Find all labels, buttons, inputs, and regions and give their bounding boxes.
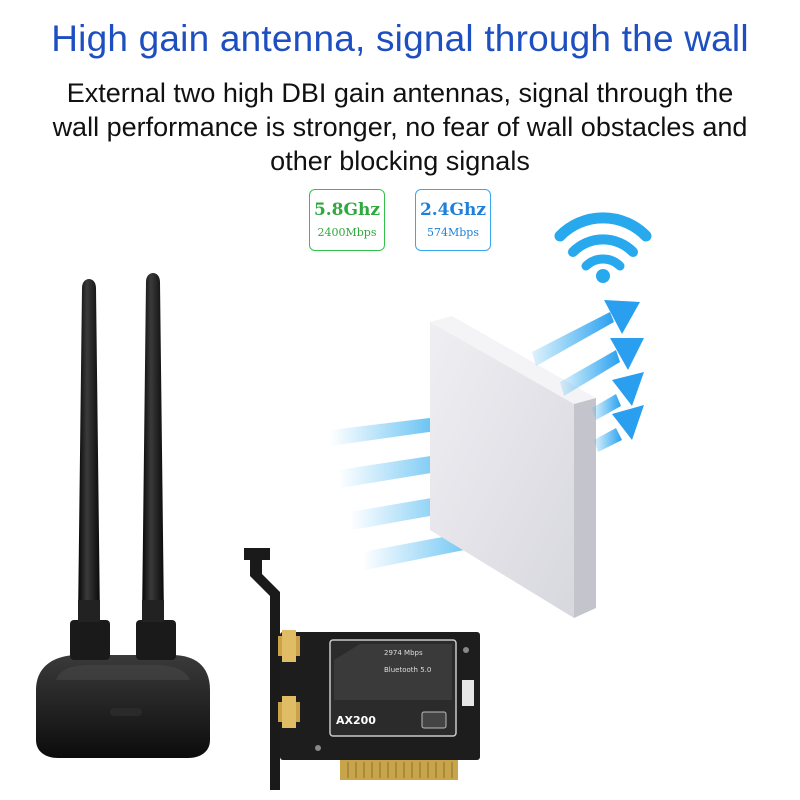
wifi-icon [554, 212, 652, 283]
band-rate: 574Mbps [427, 226, 479, 239]
antenna-left [78, 279, 100, 622]
band-frequency: 2.4Ghz [419, 200, 487, 220]
band-frequency: 5.8Ghz [313, 200, 381, 220]
page-title: High gain antenna, signal through the wa… [51, 18, 749, 59]
wall-block [430, 316, 596, 618]
outgoing-signal-arrows [532, 300, 644, 452]
signal-arrow-icon [592, 372, 644, 420]
pcie-wifi-card: 2974 Mbps Bluetooth 5.0 AX200 [244, 548, 480, 790]
card-speed-label: 2974 Mbps [384, 649, 423, 657]
band-badge-5ghz: 5.8Ghz 2400Mbps [309, 189, 385, 251]
signal-arrow-icon [560, 338, 644, 396]
card-chip-label: AX200 [336, 714, 376, 727]
antenna-base [36, 620, 210, 758]
band-badge-24ghz: 2.4Ghz 574Mbps [415, 189, 491, 251]
band-rate: 2400Mbps [317, 226, 377, 239]
page-subtitle: External two high DBI gain antennas, sig… [52, 78, 748, 176]
antenna-right [142, 273, 164, 622]
card-bluetooth-label: Bluetooth 5.0 [384, 666, 431, 674]
signal-arrow-icon [532, 300, 640, 366]
signal-arrow-icon [594, 405, 644, 452]
